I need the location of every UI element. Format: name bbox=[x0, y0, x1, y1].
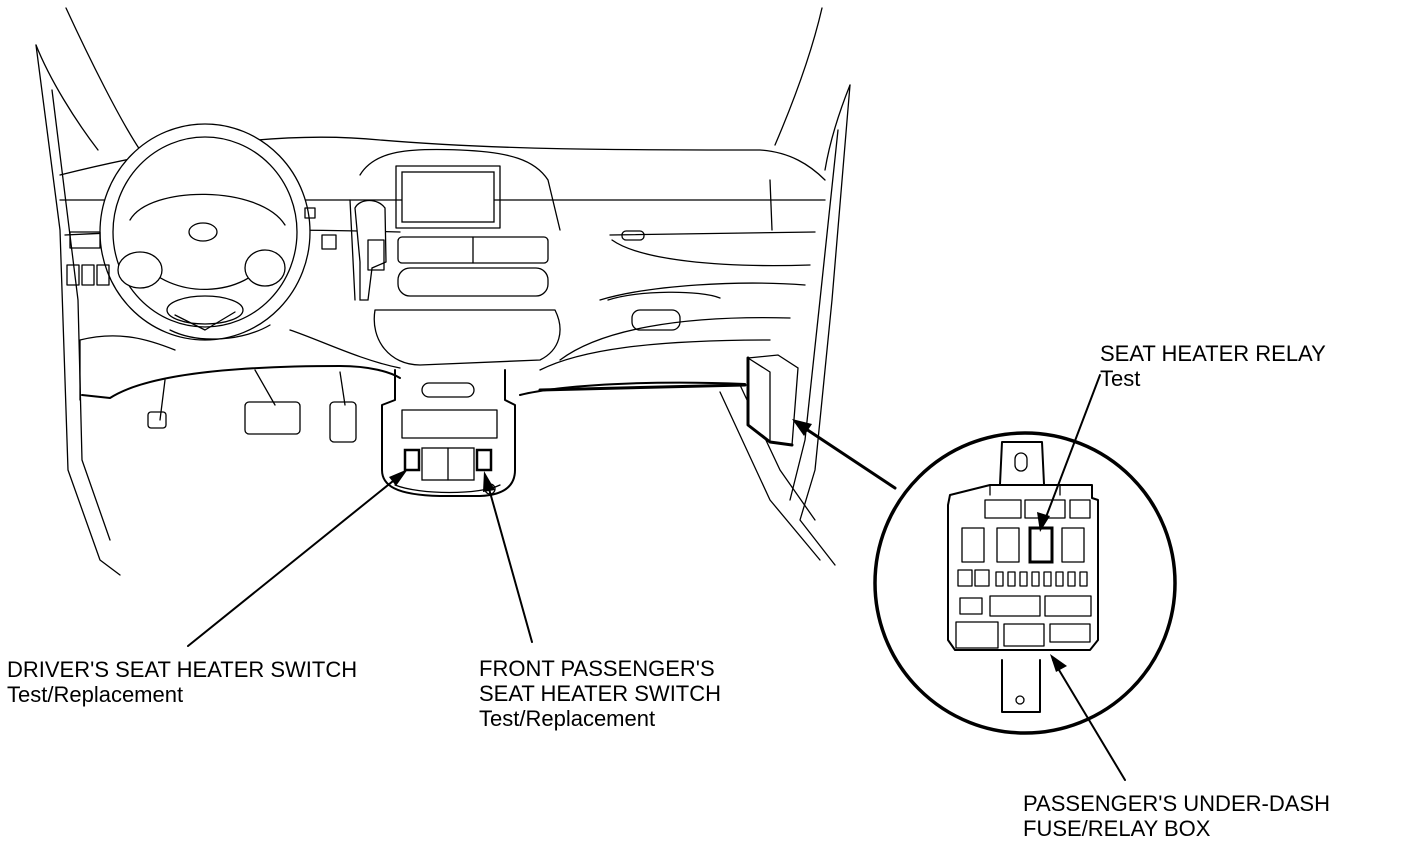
seat-heater-relay-sub: Test bbox=[1100, 366, 1141, 391]
driver-switch-label: DRIVER'S SEAT HEATER SWITCH Test/Replace… bbox=[7, 657, 357, 707]
arrowhead-icon bbox=[389, 469, 408, 486]
lower-console bbox=[381, 369, 516, 497]
driver-switch-title: DRIVER'S SEAT HEATER SWITCH bbox=[7, 657, 358, 682]
fuse-box-label: PASSENGER'S UNDER-DASH FUSE/RELAY BOX bbox=[1023, 791, 1330, 841]
relay-module bbox=[746, 354, 799, 447]
passenger-switch-line1: FRONT PASSENGER'S bbox=[479, 656, 715, 681]
pedals bbox=[147, 369, 357, 443]
seat-heater-relay-title: SEAT HEATER RELAY bbox=[1100, 341, 1326, 366]
passenger-switch-line2: SEAT HEATER SWITCH bbox=[479, 681, 722, 706]
center-stack bbox=[349, 148, 721, 366]
left-switch-cluster bbox=[66, 207, 337, 286]
cabin-outline bbox=[35, 7, 851, 576]
arrowhead-icon bbox=[1050, 654, 1067, 672]
passenger-switch-sub: Test/Replacement bbox=[479, 706, 656, 731]
arrowhead-icon bbox=[1037, 512, 1050, 532]
seat-heater-relay-label: SEAT HEATER RELAY Test bbox=[1100, 341, 1326, 391]
fuse-box-line2: FUSE/RELAY BOX bbox=[1023, 816, 1211, 841]
steering-wheel bbox=[99, 123, 311, 341]
fuse-box-detail bbox=[873, 431, 1177, 735]
arrowhead-icon bbox=[483, 471, 495, 492]
passenger-switch-label: FRONT PASSENGER'S SEAT HEATER SWITCH Tes… bbox=[479, 656, 721, 731]
driver-switch-sub: Test/Replacement bbox=[7, 682, 184, 707]
fuse-box-line1: PASSENGER'S UNDER-DASH bbox=[1023, 791, 1330, 816]
leader-lines bbox=[187, 374, 1126, 781]
arrowhead-icon bbox=[792, 419, 812, 436]
